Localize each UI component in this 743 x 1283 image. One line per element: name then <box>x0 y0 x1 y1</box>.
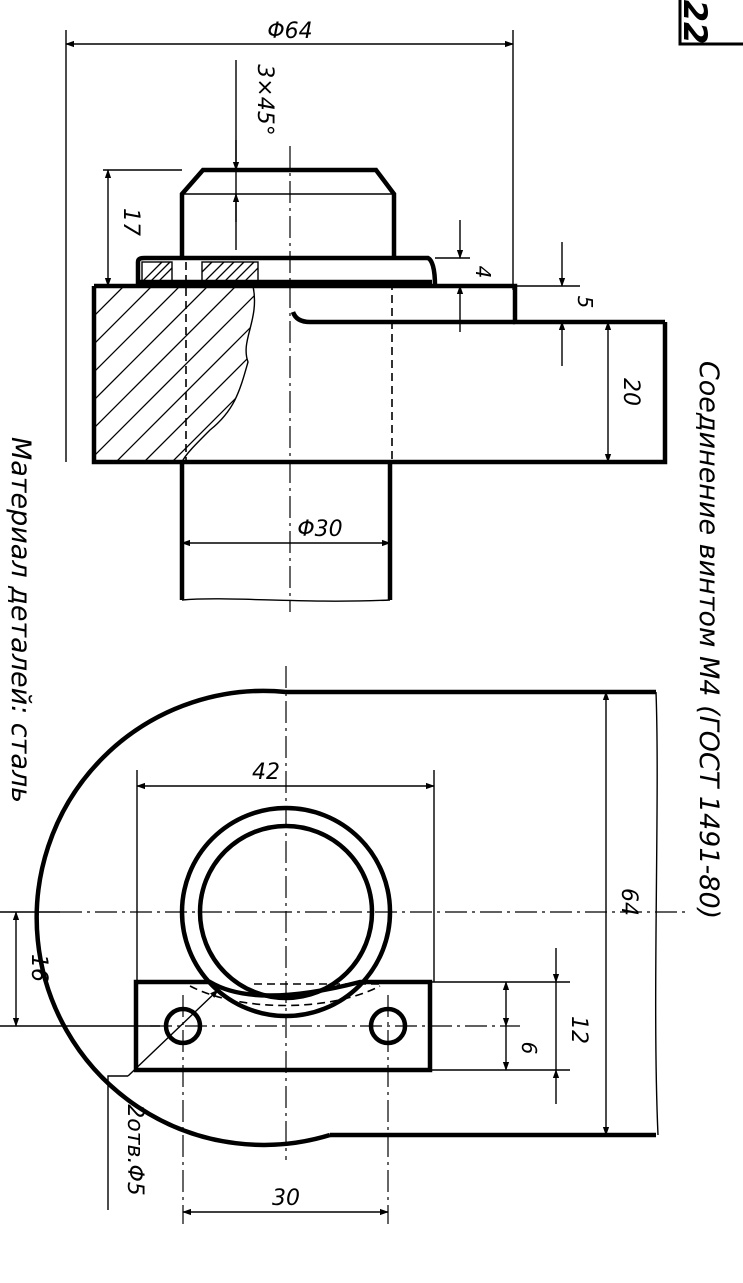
top-view-dimensions: Φ64 3×45° 17 4 5 20 Φ30 <box>65 19 643 547</box>
dim-chamfer: 3×45° <box>252 64 277 135</box>
washer-hatch <box>141 261 259 280</box>
sheet-number-box: 22 <box>676 0 743 46</box>
dim-6: 6 <box>517 1042 541 1055</box>
plan-view-extension-lines <box>0 770 570 1071</box>
dim-4: 4 <box>471 266 495 279</box>
title-note: Соединение винтом М4 (ГОСТ 1491-80) <box>693 361 724 919</box>
dim-16: 16 <box>26 954 51 982</box>
dim-30: 30 <box>272 1186 300 1211</box>
dim-d64: Φ64 <box>267 19 312 44</box>
dim-d30: Φ30 <box>297 517 342 542</box>
plate-outline <box>133 979 433 1073</box>
dim-12: 12 <box>566 1016 591 1044</box>
dim-5: 5 <box>573 296 597 309</box>
dim-holes: 2отв.Φ5 <box>122 1104 147 1196</box>
plan-view <box>34 666 690 1224</box>
section-view <box>91 146 668 612</box>
leader-holes <box>127 989 219 1077</box>
dim-20: 20 <box>618 378 643 406</box>
body-outline <box>91 286 182 465</box>
material-note: Материал деталей: сталь <box>5 437 36 803</box>
plan-view-dimensions: 42 64 16 12 6 2отв.Φ5 30 <box>12 691 641 1216</box>
dim-42: 42 <box>252 760 280 785</box>
washer-outline <box>135 255 438 287</box>
boss-outline <box>179 167 397 258</box>
section-break-line <box>181 285 256 463</box>
sheet-number: 22 <box>676 0 714 44</box>
flange-circle <box>34 688 331 1148</box>
dim-64: 64 <box>616 888 641 916</box>
dim-17: 17 <box>118 208 143 236</box>
